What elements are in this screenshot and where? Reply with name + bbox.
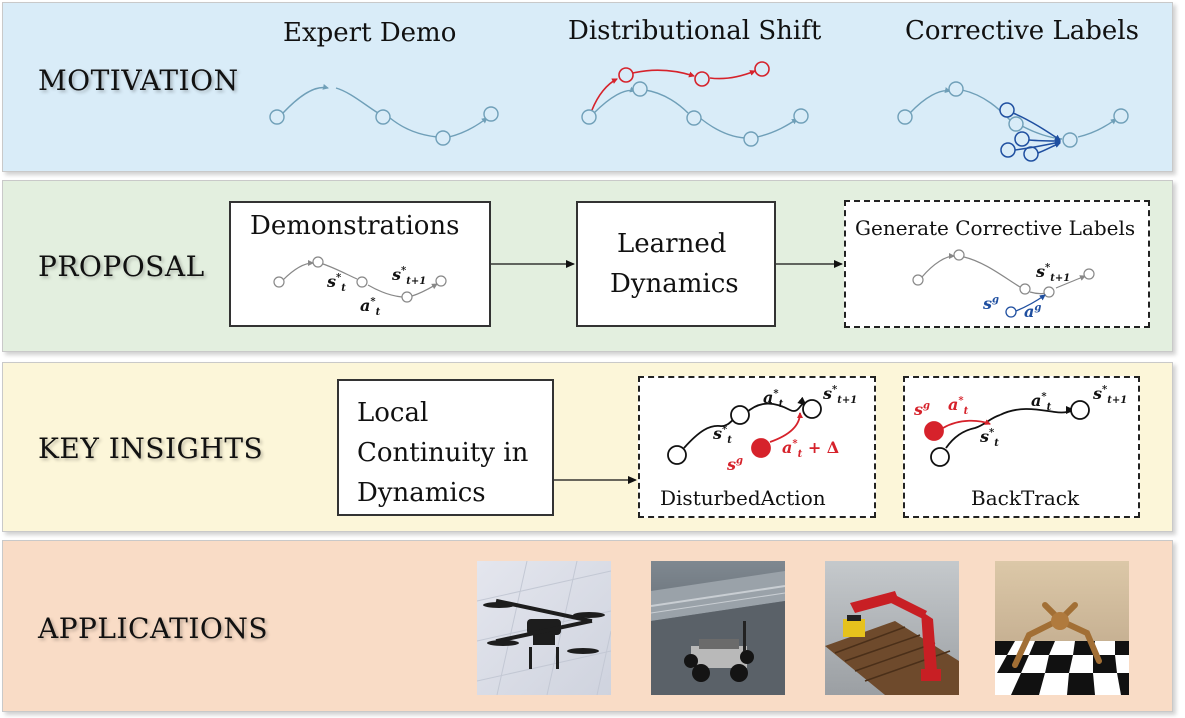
key-insights-label: KEY INSIGHTS [38, 432, 264, 465]
generate-labels-title: Generate Corrective Labels [855, 216, 1136, 240]
proposal-label: PROPOSAL [38, 250, 205, 283]
corrective-arrows [999, 102, 1061, 162]
backtrack-box [903, 376, 1140, 518]
learned-dynamics-box [576, 201, 776, 327]
backtrack-diagram [930, 400, 1090, 467]
local-continuity-line2: Continuity in [357, 438, 529, 468]
gen-a-g-label: ag [1024, 302, 1042, 321]
local-continuity-line1: Local [357, 398, 429, 428]
learned-dynamics-line2: Dynamics [610, 269, 739, 299]
learned-dynamics-line1: Learned [617, 229, 727, 259]
local-continuity-box [337, 379, 554, 516]
disturbed-action-diagram [667, 396, 822, 465]
demonstrations-title: Demonstrations [250, 211, 460, 241]
bt-a-t2-label: a*t [1031, 391, 1052, 414]
disturbed-action-red [751, 412, 803, 458]
s-t-label: s*t [327, 272, 346, 295]
a-t-label: a*t [360, 296, 381, 319]
shift-trajectory [581, 81, 809, 147]
corrective-trajectory [897, 81, 1129, 148]
da-s-g-label: sg [727, 455, 744, 474]
disturbed-action-title: DisturbedAction [660, 486, 826, 510]
bt-s-g-label: sg [914, 400, 931, 419]
racecar-icon [651, 571, 785, 695]
da-a-t-label: a*t [763, 388, 784, 411]
bt-s-next-label: s*t+1 [1093, 384, 1128, 407]
expert-demo-title: Expert Demo [283, 18, 457, 48]
generate-trajectory [912, 249, 1095, 298]
ant-robot-icon [995, 602, 1129, 695]
local-continuity-line3: Dynamics [357, 478, 486, 508]
da-s-next-label: s*t+1 [823, 384, 858, 407]
drone-thumbnail [477, 561, 611, 695]
generate-labels-box [844, 200, 1150, 328]
motivation-label: MOTIVATION [38, 64, 239, 97]
s-next-label: s*t+1 [392, 265, 427, 288]
racecar-thumbnail [651, 561, 785, 695]
bt-a-t-label: a*t [948, 395, 969, 418]
bt-s-t-label: s*t [980, 427, 999, 450]
corrective-labels-title: Corrective Labels [905, 16, 1139, 46]
distributional-shift-title: Distributional Shift [568, 16, 822, 46]
shift-deviation [591, 61, 770, 111]
robot-arm-icon [825, 591, 959, 695]
generate-corrective [1005, 294, 1046, 318]
robot-arm-thumbnail [825, 561, 959, 695]
da-s-t-label: s*t [713, 424, 732, 447]
gen-s-next-label: s*t+1 [1036, 262, 1071, 285]
applications-label: APPLICATIONS [38, 612, 269, 645]
demonstrations-box [229, 201, 491, 327]
backtrack-red [924, 419, 991, 441]
gen-s-g-label: sg [983, 294, 1000, 313]
drone-icon [477, 561, 611, 695]
ant-thumbnail [995, 561, 1129, 695]
da-a-delta-label: a*t + Δ [782, 438, 840, 461]
motivation-band [2, 2, 1173, 172]
demonstrations-trajectory [273, 256, 447, 303]
expert-demo-trajectory [269, 83, 499, 146]
backtrack-title: BackTrack [971, 486, 1080, 510]
